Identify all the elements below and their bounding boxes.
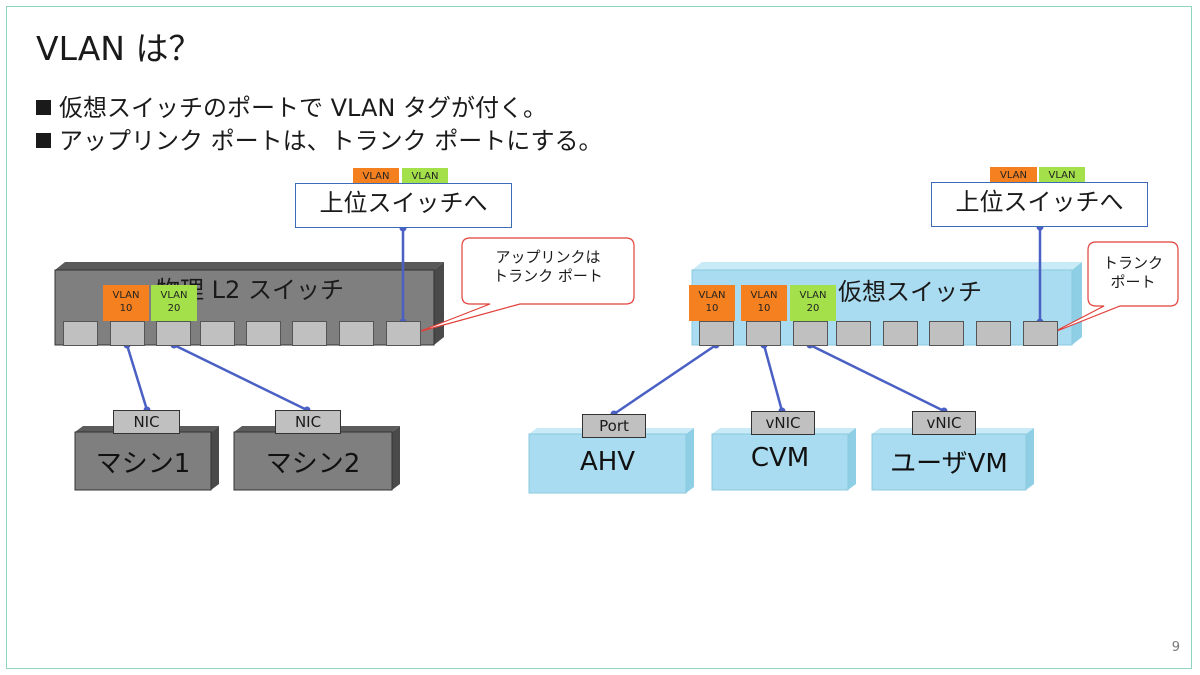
right-uplink-tag-2: VLAN (1039, 167, 1085, 184)
bullet-square-icon (36, 100, 51, 115)
virtual-port (793, 321, 828, 346)
machine-2-label: マシン2 (265, 449, 361, 479)
virtual-port (699, 321, 734, 346)
cvm-vnic: vNIC (751, 411, 815, 435)
machine-1-label: マシン1 (95, 449, 191, 479)
left-uplink-box: 上位スイッチへ (295, 183, 512, 228)
slide-frame (6, 6, 1192, 669)
left-uplink-tag-1: VLAN (353, 168, 399, 185)
physical-uplink-port (386, 321, 421, 346)
right-uplink-box: 上位スイッチへ (931, 182, 1148, 227)
virtual-port (836, 321, 871, 346)
left-callout-text: アップリンクはトランク ポート (493, 248, 603, 285)
ahv-port: Port (582, 414, 646, 438)
virtual-port (746, 321, 781, 346)
slide-title: VLAN は？ (36, 29, 202, 68)
bullet-square-icon (36, 133, 51, 148)
physical-port (292, 321, 327, 346)
right-uplink-tag-1: VLAN (990, 167, 1037, 184)
physical-port (200, 321, 235, 346)
virtual-switch-label: 仮想スイッチ (838, 278, 982, 306)
physical-port (246, 321, 281, 346)
page-number: 9 (1171, 640, 1180, 655)
bullet-2: アップリンク ポートは、トランク ポートにする。 (36, 121, 603, 156)
machine-1-body (74, 426, 219, 491)
physical-port (110, 321, 145, 346)
virtual-uplink-port (1023, 321, 1058, 346)
cvm-label: CVM (750, 443, 810, 473)
machine-1-nic: NIC (113, 410, 180, 434)
physical-port (339, 321, 374, 346)
physical-port (63, 321, 98, 346)
bullet-1: 仮想スイッチのポートで VLAN タグが付く。 (36, 88, 547, 123)
machine-2-nic: NIC (275, 410, 341, 434)
right-callout-text: トランクポート (1102, 254, 1163, 291)
left-callout-shape (417, 237, 635, 333)
left-uplink-tag-2: VLAN (402, 168, 448, 185)
user-vm-vnic: vNIC (912, 411, 976, 435)
physical-port (156, 321, 191, 346)
ahv-body (528, 428, 694, 494)
virtual-port (929, 321, 964, 346)
bullet-2-text: アップリンク ポートは、トランク ポートにする。 (59, 127, 603, 155)
bullet-1-text: 仮想スイッチのポートで VLAN タグが付く。 (59, 94, 547, 122)
virtual-port (883, 321, 918, 346)
ahv-label: AHV (579, 447, 636, 477)
right-callout-shape (1051, 241, 1179, 334)
user-vm-label: ユーザVM (890, 449, 1008, 479)
virtual-port (976, 321, 1011, 346)
